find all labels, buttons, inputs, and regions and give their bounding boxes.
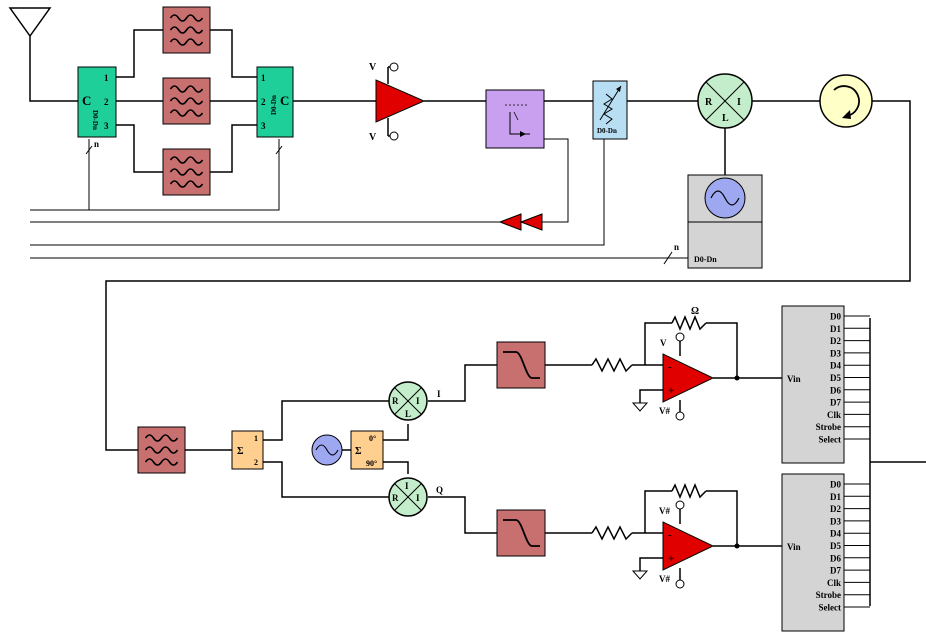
switch-in-bus: n (94, 139, 99, 149)
switch-out-ctrl: D0-Dn (270, 95, 278, 115)
adc-pin-label: D2 (830, 336, 841, 346)
quad-port-90: 90° (366, 459, 377, 468)
amp-supply-bottom: V (369, 132, 377, 143)
switch-out-port-2: 2 (261, 97, 266, 107)
adc-pin-label: D7 (830, 566, 841, 576)
adc-pin-label: Clk (827, 578, 841, 588)
output-nodes (734, 375, 740, 549)
switch-in-port-3: 3 (104, 121, 109, 131)
opamp-q: - + V# V# (631, 500, 715, 589)
adc-pin-label: D1 (830, 324, 841, 334)
adc-i-input: Vin (787, 374, 801, 384)
splitter-port-1: 1 (254, 434, 258, 443)
i-channel-label: I (437, 389, 441, 399)
mixer-r: R (705, 97, 713, 108)
if-wiring (185, 318, 926, 606)
mixer-i-i: I (416, 396, 420, 406)
opamp-i-vtop: V (660, 338, 667, 348)
bandpass-filter-1 (162, 6, 211, 54)
switch-out-port-1: 1 (261, 73, 266, 83)
mixer-q-i-top: I (405, 481, 409, 491)
lo-ctrl: D0-Dn (694, 255, 717, 264)
antenna-icon (8, 7, 52, 38)
adc-pin-label: Strobe (816, 422, 841, 432)
mixer-i: I (737, 97, 741, 108)
control-driver-icons (498, 213, 543, 231)
amp-supply-top: V (369, 62, 377, 73)
opamp-q-vtop: V# (659, 506, 670, 516)
adc-pin-label: D5 (830, 541, 841, 551)
step-attenuator: D0-Dn (592, 80, 628, 140)
circulator-icon (819, 74, 873, 128)
adc-pin-label: D6 (830, 385, 841, 395)
mixer-i-l: L (405, 409, 411, 419)
adc-pin-label: Select (819, 603, 842, 613)
mixer-q-i: I (416, 493, 420, 503)
opamp-i-vbottom: V# (659, 406, 670, 416)
lowpass-filter-i (496, 341, 546, 389)
rf-wiring (29, 29, 911, 451)
adc-pin-label: D7 (830, 398, 841, 408)
adc-pin-label: Clk (827, 410, 841, 420)
lowpass-filter-q (496, 509, 546, 557)
rf-switch-output: 1 2 3 C D0-Dn (256, 66, 294, 138)
mixer-i-r: R (392, 396, 399, 406)
switch-in-port-1: 1 (104, 73, 109, 83)
opamp-i-feedback: Ω (691, 306, 699, 317)
opamp-q-minus: - (668, 529, 672, 541)
quad-symbol: Σ (355, 446, 362, 457)
opamp-q-vbottom: V# (659, 574, 670, 584)
lo-bus: n (674, 242, 679, 252)
splitter-symbol: Σ (237, 446, 244, 457)
mixer-i-channel: R I L (388, 381, 428, 421)
power-splitter: Σ 1 2 (231, 430, 264, 470)
adc-pin-label: D3 (830, 516, 841, 526)
rf-amplifier-icon: V V (369, 62, 426, 143)
rf-switch-input: C 1 2 3 D0-Dn n (77, 66, 117, 149)
opamp-q-plus: + (668, 553, 674, 565)
adc-pin-label: D4 (830, 529, 841, 539)
input-resistors (591, 315, 707, 541)
switch-out-letter: C (280, 93, 289, 108)
splitter-port-2: 2 (254, 458, 258, 467)
adc-pin-label: Select (819, 435, 842, 445)
if-oscillator-icon (311, 434, 343, 466)
bandpass-filter-2 (162, 77, 211, 125)
adc-pin-label: D6 (830, 553, 841, 563)
adc-pin-label: D5 (830, 373, 841, 383)
quad-port-0: 0° (369, 434, 376, 443)
mixer-l: L (722, 113, 729, 124)
opamp-i-minus: - (668, 361, 672, 373)
q-channel-label: Q (436, 485, 443, 495)
mixer-q-r: R (392, 493, 399, 503)
opamp-i: - + Ω V V# (631, 306, 715, 421)
ground-icon (631, 570, 649, 580)
adc-pin-label: Strobe (816, 590, 841, 600)
adc-pin-label: D3 (830, 348, 841, 358)
ground-icon (631, 402, 649, 412)
quadrature-hybrid: Σ 0° 90° (350, 430, 384, 470)
switch-in-letter: C (82, 93, 91, 108)
adc-pin-label: D1 (830, 492, 841, 502)
rf-mixer: R I L (697, 73, 753, 129)
switch-out-port-3: 3 (261, 121, 266, 131)
mixer-q-channel: I R I (388, 477, 428, 517)
bandpass-filter-3 (162, 148, 211, 196)
switch-in-ctrl: D0-Dn (91, 110, 99, 130)
adc-pin-label: D4 (830, 361, 841, 371)
adc-pin-label: D2 (830, 504, 841, 514)
adc-pin-label: D0 (830, 312, 841, 322)
adc-q-input: Vin (787, 542, 801, 552)
variable-attenuator (485, 89, 545, 149)
adc-pin-label: D0 (830, 480, 841, 490)
switch-in-port-2: 2 (104, 97, 109, 107)
local-oscillator: D0-Dn n (674, 174, 763, 269)
opamp-i-plus: + (668, 385, 674, 397)
bandpass-filter-if (137, 426, 186, 474)
step-atten-ctrl: D0-Dn (597, 127, 617, 135)
